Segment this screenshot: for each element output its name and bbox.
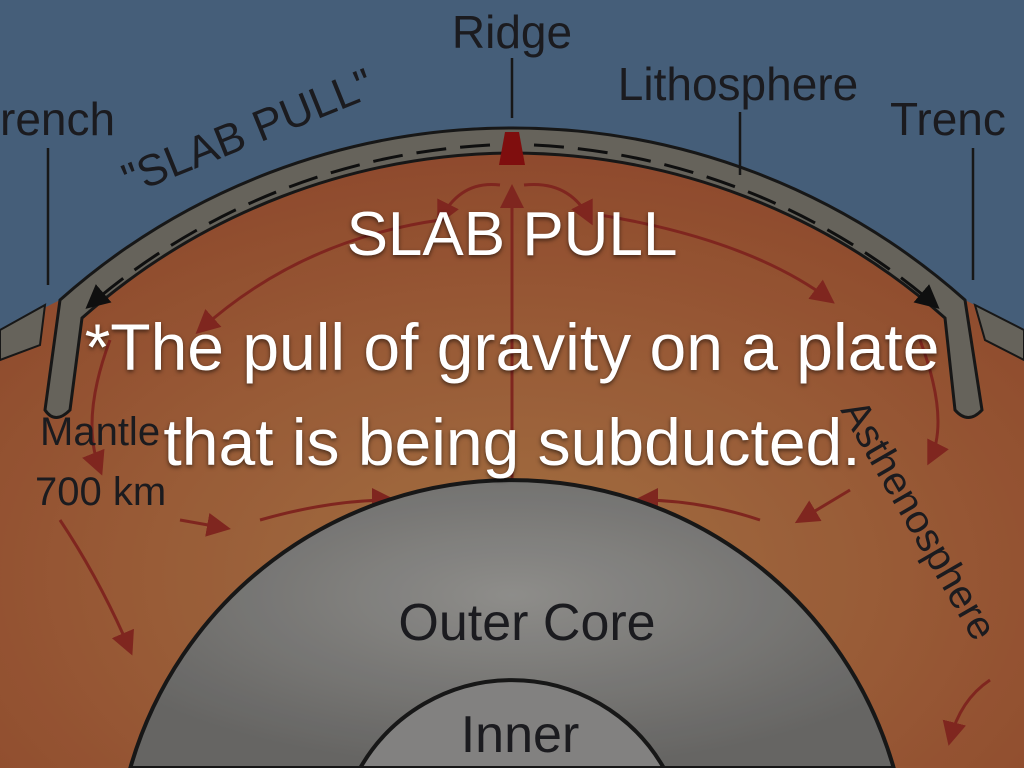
right-plate [973,303,1024,362]
ridge-magma [499,132,525,165]
left-plate [0,303,47,362]
mantle-label: Mantle [40,410,160,454]
ridge-label: Ridge [452,6,572,58]
slide-title: SLAB PULL [346,200,678,269]
outer-core-label: Outer Core [398,594,655,652]
inner-core [357,678,667,768]
plate-motion-arrows [85,143,940,309]
trench-left-label: rench [0,93,115,145]
convection-arrows [58,182,991,746]
inner-core-label: Inner [461,706,580,764]
lithosphere-label: Lithosphere [618,58,858,110]
depth-label: 700 km [35,470,166,514]
slide-body: *The pull of gravity on a plate that is … [84,310,940,479]
trench-right-label: Trenc [890,93,1006,145]
outer-core [128,478,896,768]
